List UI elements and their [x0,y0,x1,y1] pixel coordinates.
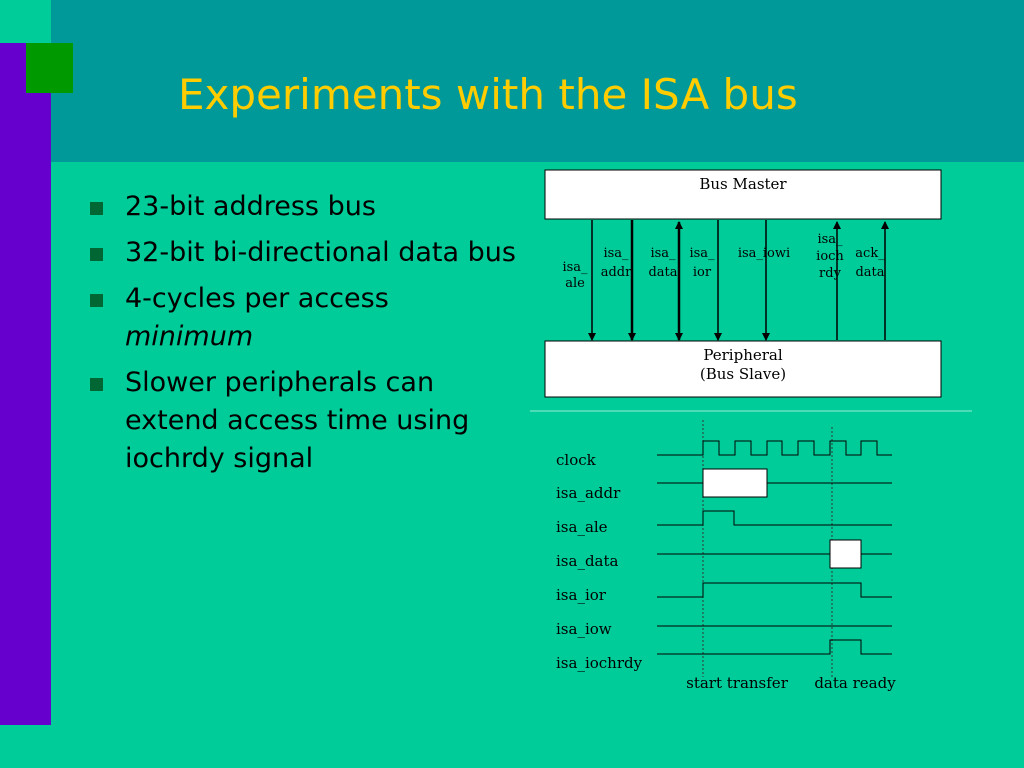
isa-bus-diagram: Bus Master isa_ale isa_addr isa_data isa… [530,169,972,692]
data-valid-box [829,539,862,569]
signal-label: ack_data [855,246,885,280]
square-bullet-icon [90,294,103,307]
signal-label: isa_ior [689,246,715,280]
bullet-text: 32-bit bi-directional data bus [125,237,516,268]
bullet-text: 4-cycles per access [125,283,389,314]
square-bullet-icon [90,378,103,391]
slide-title: Experiments with the ISA bus [178,70,798,119]
signal-label: isa_ale [562,260,588,291]
timing-signal-name: isa_addr [556,484,621,502]
ior-waveform [657,582,892,598]
signal-label: isa_iowi [738,246,790,261]
ale-waveform [657,510,892,526]
signal-label: isa_addr [601,246,632,280]
timing-signal-name: isa_data [556,552,619,570]
corner-square-icon [26,43,73,93]
square-bullet-icon [90,248,103,261]
start-transfer-label: start transfer [686,674,789,692]
timing-signal-name: isa_ior [556,586,607,604]
peripheral-label: Peripheral(Bus Slave) [700,346,786,383]
bus-master-box [544,169,942,220]
bullet-item: 4-cycles per access minimum [88,280,518,356]
peripheral-box [544,340,942,398]
bullet-item: Slower peripherals can extend access tim… [88,364,518,478]
data-ready-label: data ready [814,674,896,692]
header-band [51,0,1024,162]
timing-signal-name: clock [556,451,597,469]
signal-arrows [588,220,889,341]
timing-diagram: clock isa_addr isa_ale isa_data isa_ior … [556,420,896,692]
square-bullet-icon [90,202,103,215]
bullet-text: 23-bit address bus [125,191,376,222]
bullet-list: 23-bit address bus 32-bit bi-directional… [88,188,518,486]
bullet-item: 23-bit address bus [88,188,518,226]
bullet-text: Slower peripherals can extend access tim… [125,367,470,474]
left-accent-bar [0,43,51,725]
addr-valid-box [702,468,768,498]
timing-signal-name: isa_iow [556,620,612,638]
bullet-emphasis: minimum [125,321,254,352]
signal-label: isa_data [648,246,677,280]
bus-master-label: Bus Master [699,175,787,193]
bullet-item: 32-bit bi-directional data bus [88,234,518,272]
iochrdy-waveform [657,639,892,655]
clock-waveform [657,440,892,456]
timing-signal-name: isa_iochrdy [556,654,643,672]
timing-signal-name: isa_ale [556,518,608,536]
